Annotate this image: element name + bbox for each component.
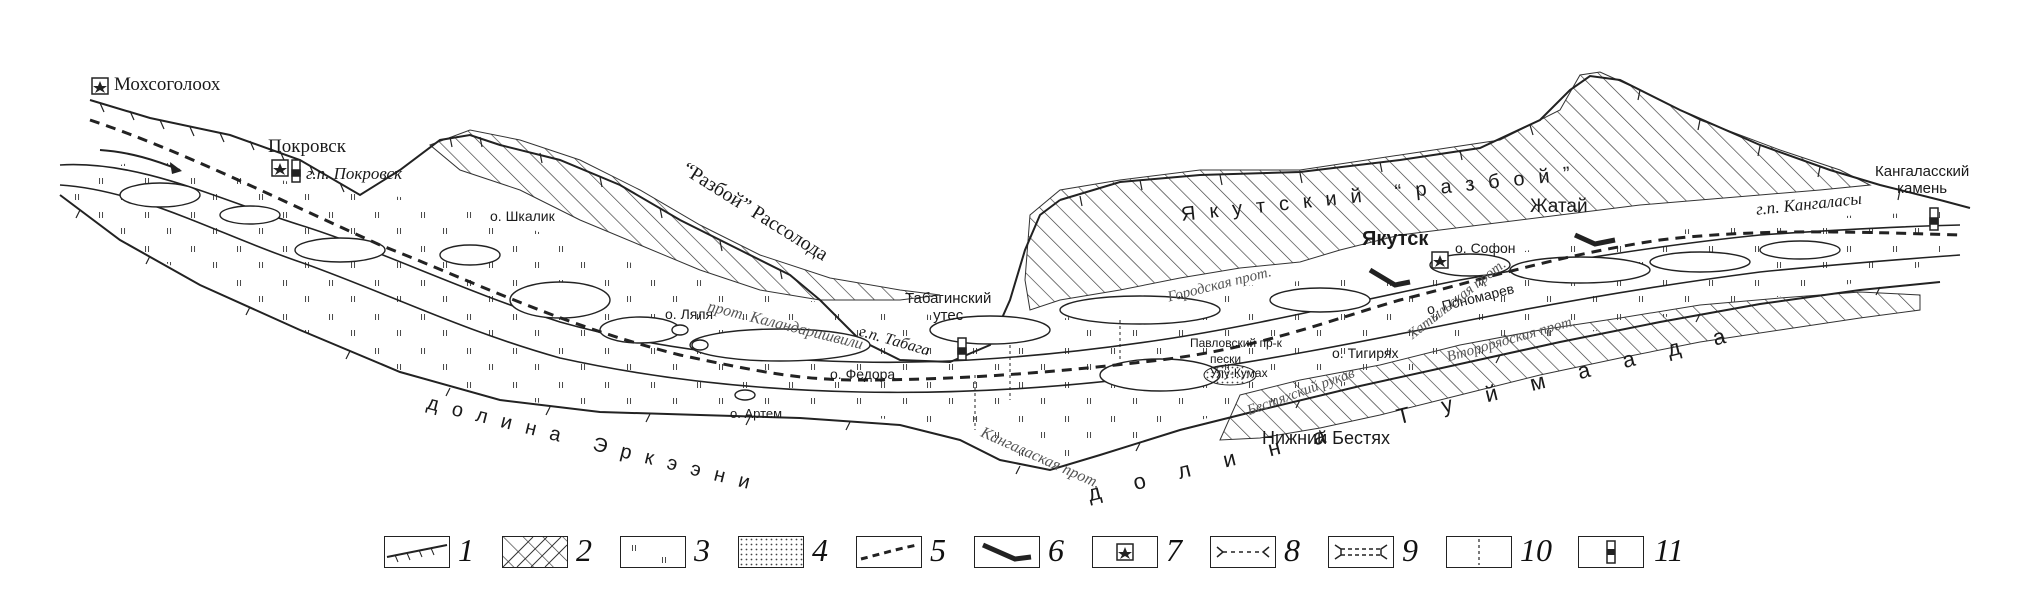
legend-label-10: 10 [1520,532,1552,568]
label-tabaginsky-utes: Табагинский утес [905,290,992,324]
svg-text:ıı: ıı [631,542,637,554]
legend-label-2: 2 [576,532,592,568]
label-o-shkalik: о. Шкалик [490,208,555,224]
label-pavlovsky-pr: Павловский пр-к [1190,336,1282,350]
svg-text:ıı: ıı [661,554,667,566]
label-zhatay: Жатай [1530,196,1588,217]
legend-symbol-valley-margin [384,536,450,568]
label-o-fedora: о. Федора [830,366,896,382]
floodplain [60,160,1940,465]
label-mokhsogollokh: Мохсоголоох [114,74,221,95]
settlement-stars [93,81,1447,267]
legend-label-9: 9 [1402,532,1418,568]
legend-label-4: 4 [812,532,828,568]
legend-symbol-settlement [1092,536,1158,568]
valley-margin-bottom [59,194,1941,472]
label-o-tigiryakh: о. Тигирях [1332,345,1399,361]
legend-label-3: 3 [694,532,710,568]
legend-symbol-crossing-double [1328,536,1394,568]
legend-label-8: 8 [1284,532,1300,568]
legend-label-11: 11 [1654,532,1684,568]
legend-symbol-crossing-line [1446,536,1512,568]
terrace-rassoloda [429,129,941,301]
legend-symbol-floodplain: ıı ıı [620,536,686,568]
label-yakutsk: Якутск [1362,228,1429,250]
legend-symbol-embankment [974,536,1040,568]
legend-symbol-gauge-station [1578,536,1644,568]
terrace-yakutsk [1024,71,1872,311]
tick-marks [75,89,1901,475]
legend-symbol-terrace [502,536,568,568]
label-o-artem: о. Артем [730,406,783,421]
label-kangalassky-kamen: Кангаласский камень [1875,163,1970,197]
legend-label-5: 5 [930,532,946,568]
legend-symbol-crossing-single [1210,536,1276,568]
gauge-stations [291,159,1939,361]
legend-label-1: 1 [458,532,474,568]
label-pokrovsk: Покровск [268,136,346,157]
label-peski-ulu-kumakh: пески Улу-Кумах [1210,352,1268,380]
legend-symbol-sand [738,536,804,568]
label-o-sofon: о. Софон [1455,240,1516,256]
crossing-lines [974,320,1121,430]
legend-symbol-fairway [856,536,922,568]
shipping-fairway [89,118,1961,382]
label-o-lyalya: о. Ляля [665,306,714,322]
label-gp-pokrovsk: г.п. Покровск [306,164,403,183]
legend-label-7: 7 [1166,532,1182,568]
legend-label-6: 6 [1048,532,1064,568]
embankments [1368,232,1616,288]
islands [119,182,1841,401]
sand-area-ulu-kumakh [1203,364,1257,386]
label-nizhny-bestyakh: Нижний Бестях [1262,428,1390,448]
